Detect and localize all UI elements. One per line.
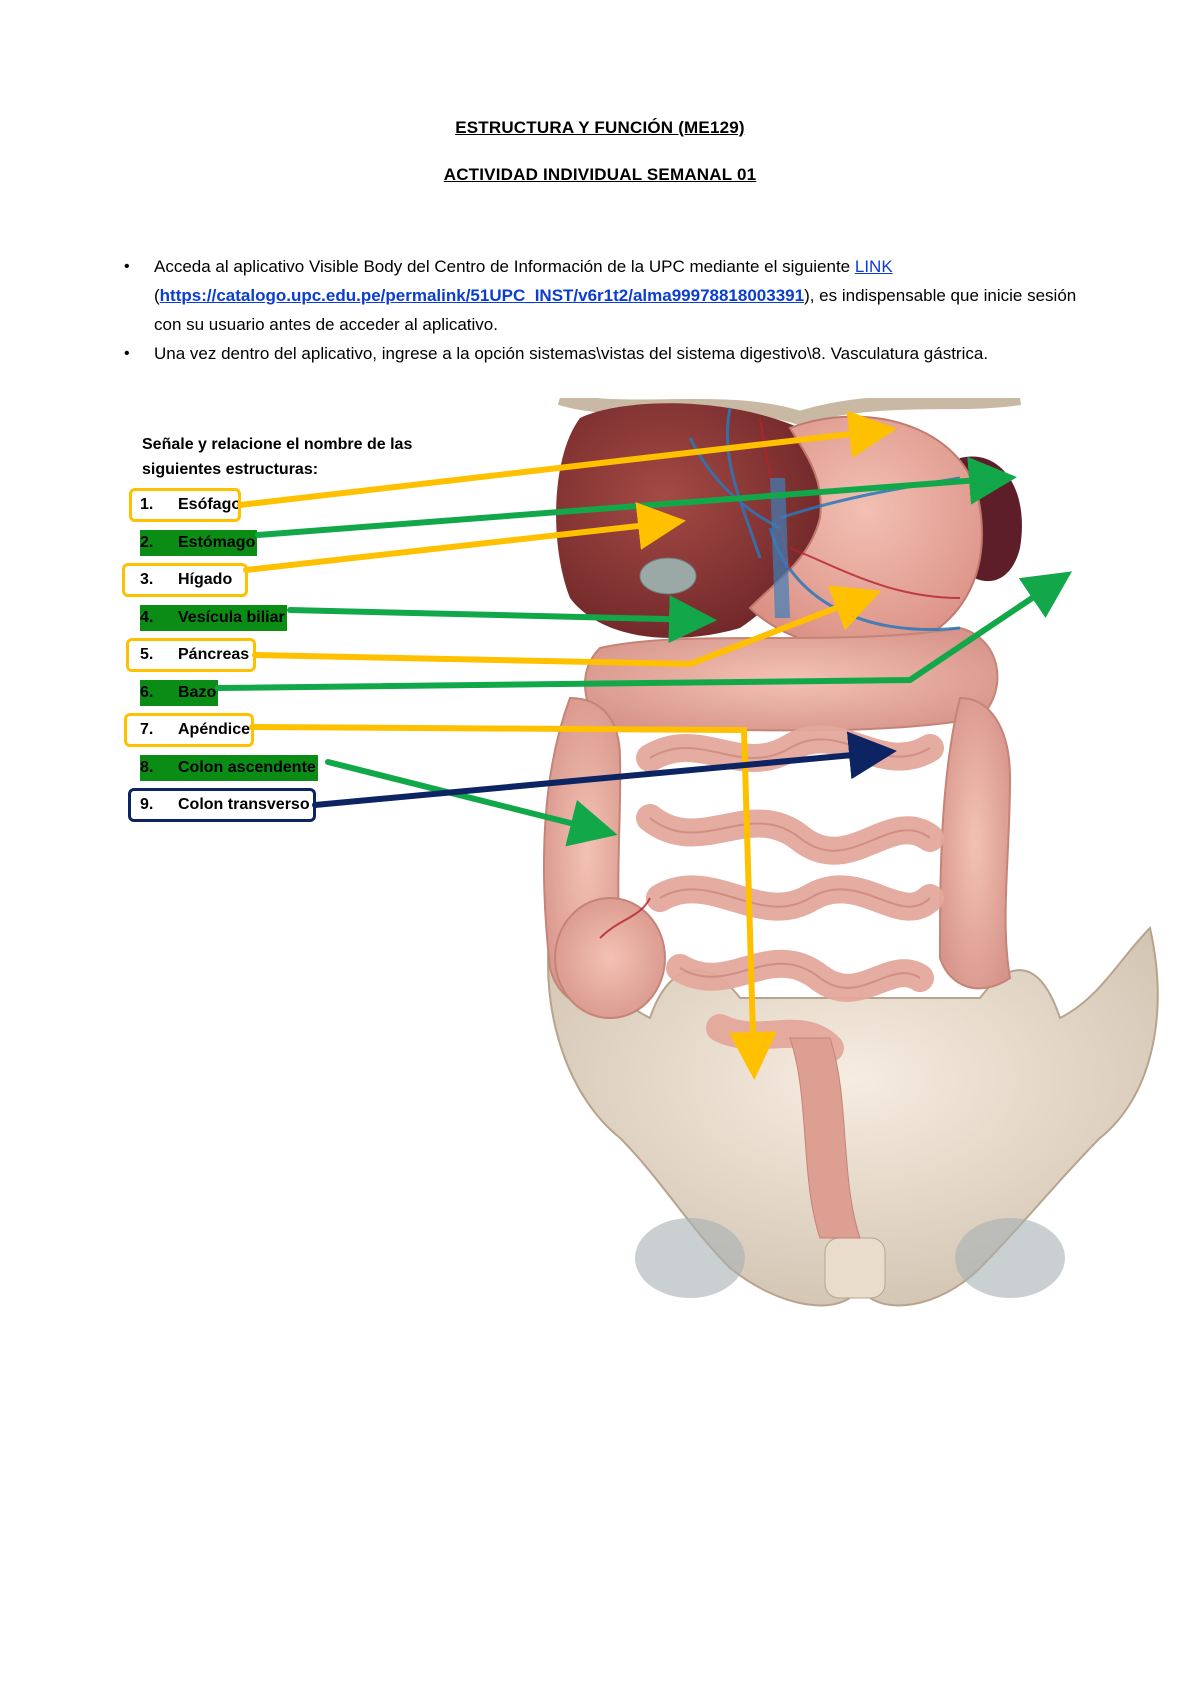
highlight-frame-pancreas [126, 638, 256, 672]
structure-item-8: 8. Colon ascendente [140, 755, 318, 781]
catalog-url-link[interactable]: https://catalogo.upc.edu.pe/permalink/51… [159, 286, 805, 305]
structure-number: 6. [140, 684, 154, 701]
instructions-heading: Señale y relacione el nombre de las sigu… [142, 436, 413, 478]
document-title: ESTRUCTURA Y FUNCIÓN (ME129) [455, 118, 745, 137]
structure-item-7: 7. Apéndice [140, 717, 250, 743]
structure-number: 1. [140, 496, 154, 513]
highlight-frame-apendice [124, 713, 254, 747]
structure-number: 8. [140, 759, 154, 776]
structure-name: Bazo [178, 684, 217, 701]
structure-number: 5. [140, 646, 154, 663]
highlight-frame-esofago [129, 488, 241, 522]
structure-number: 3. [140, 571, 154, 588]
bullet-1-text: Acceda al aplicativo Visible Body del Ce… [154, 257, 855, 276]
bullet-dot-icon: • [124, 258, 130, 275]
bullet-dot-icon: • [124, 345, 130, 362]
instructions-list: • Acceda al aplicativo Visible Body del … [124, 252, 1084, 368]
structure-number: 9. [140, 796, 154, 813]
structure-name: Esófago [178, 496, 242, 513]
digestive-system-illustration [543, 398, 1159, 1307]
structure-name: Estómago [178, 534, 256, 551]
document-subtitle: ACTIVIDAD INDIVIDUAL SEMANAL 01 [443, 165, 757, 184]
bullet-item-2: • Una vez dentro del aplicativo, ingrese… [124, 339, 1084, 368]
structure-number: 7. [140, 721, 154, 738]
structure-name: Vesícula biliar [178, 609, 285, 626]
link-anchor[interactable]: LINK [854, 257, 893, 276]
structure-number: 4. [140, 609, 154, 626]
bullet-1-text-tail: ), es indispensable que inicie sesión co… [154, 286, 1077, 334]
highlight-frame-higado [122, 563, 248, 597]
structure-number: 2. [140, 534, 154, 551]
structure-item-1: 1. Esófago [140, 492, 241, 518]
bullet-item-1: • Acceda al aplicativo Visible Body del … [124, 252, 1084, 339]
structure-name: Colon ascendente [178, 759, 316, 776]
bullet-2-text: Una vez dentro del aplicativo, ingrese a… [154, 344, 989, 363]
structure-item-6: 6. Bazo [140, 680, 219, 706]
bullet-1-paren: ( [154, 286, 160, 305]
structure-item-4: 4. Vesícula biliar [140, 605, 287, 631]
structure-name: Apéndice [178, 721, 251, 738]
structure-item-2: 2. Estómago [140, 530, 258, 556]
highlight-frame-colon-transverso [128, 788, 316, 822]
